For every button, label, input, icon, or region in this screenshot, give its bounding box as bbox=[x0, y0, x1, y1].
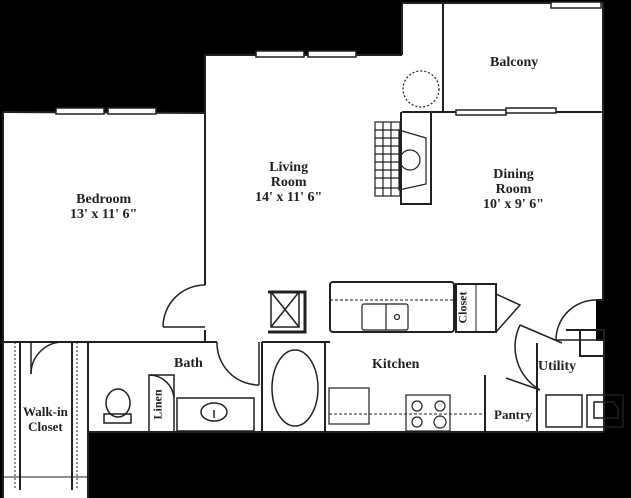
room-dims: 13' x 11' 6" bbox=[70, 207, 138, 222]
room-name: Closet bbox=[455, 291, 470, 324]
walk-in-closet-label: Walk-in Closet bbox=[23, 404, 68, 434]
room-name: Bedroom bbox=[76, 192, 132, 207]
kitchen-label: Kitchen bbox=[372, 357, 419, 372]
room-name: Room bbox=[495, 182, 532, 197]
room-name: Bath bbox=[174, 356, 203, 371]
room-name: Balcony bbox=[490, 55, 539, 70]
room-name: Utility bbox=[538, 359, 577, 374]
closet-label: Closet bbox=[456, 292, 471, 324]
living-room-label: Living Room 14' x 11' 6" bbox=[255, 160, 322, 205]
room-name: Dining bbox=[493, 167, 534, 182]
linen-label: Linen bbox=[151, 389, 166, 419]
room-name: Room bbox=[270, 175, 307, 190]
bedroom-label: Bedroom 13' x 11' 6" bbox=[70, 192, 137, 222]
room-name: Walk-in bbox=[23, 404, 68, 419]
room-dims: 10' x 9' 6" bbox=[483, 197, 545, 212]
room-name: Pantry bbox=[494, 407, 533, 422]
pantry-label: Pantry bbox=[494, 407, 532, 422]
room-name: Closet bbox=[28, 419, 63, 434]
room-dims: 14' x 11' 6" bbox=[255, 190, 323, 205]
room-name: Kitchen bbox=[372, 357, 420, 372]
utility-label: Utility bbox=[538, 359, 576, 374]
room-name: Linen bbox=[150, 389, 165, 420]
balcony-label: Balcony bbox=[490, 55, 538, 70]
dining-room-label: Dining Room 10' x 9' 6" bbox=[483, 167, 544, 212]
room-name: Living bbox=[269, 160, 309, 175]
bath-label: Bath bbox=[174, 356, 203, 371]
